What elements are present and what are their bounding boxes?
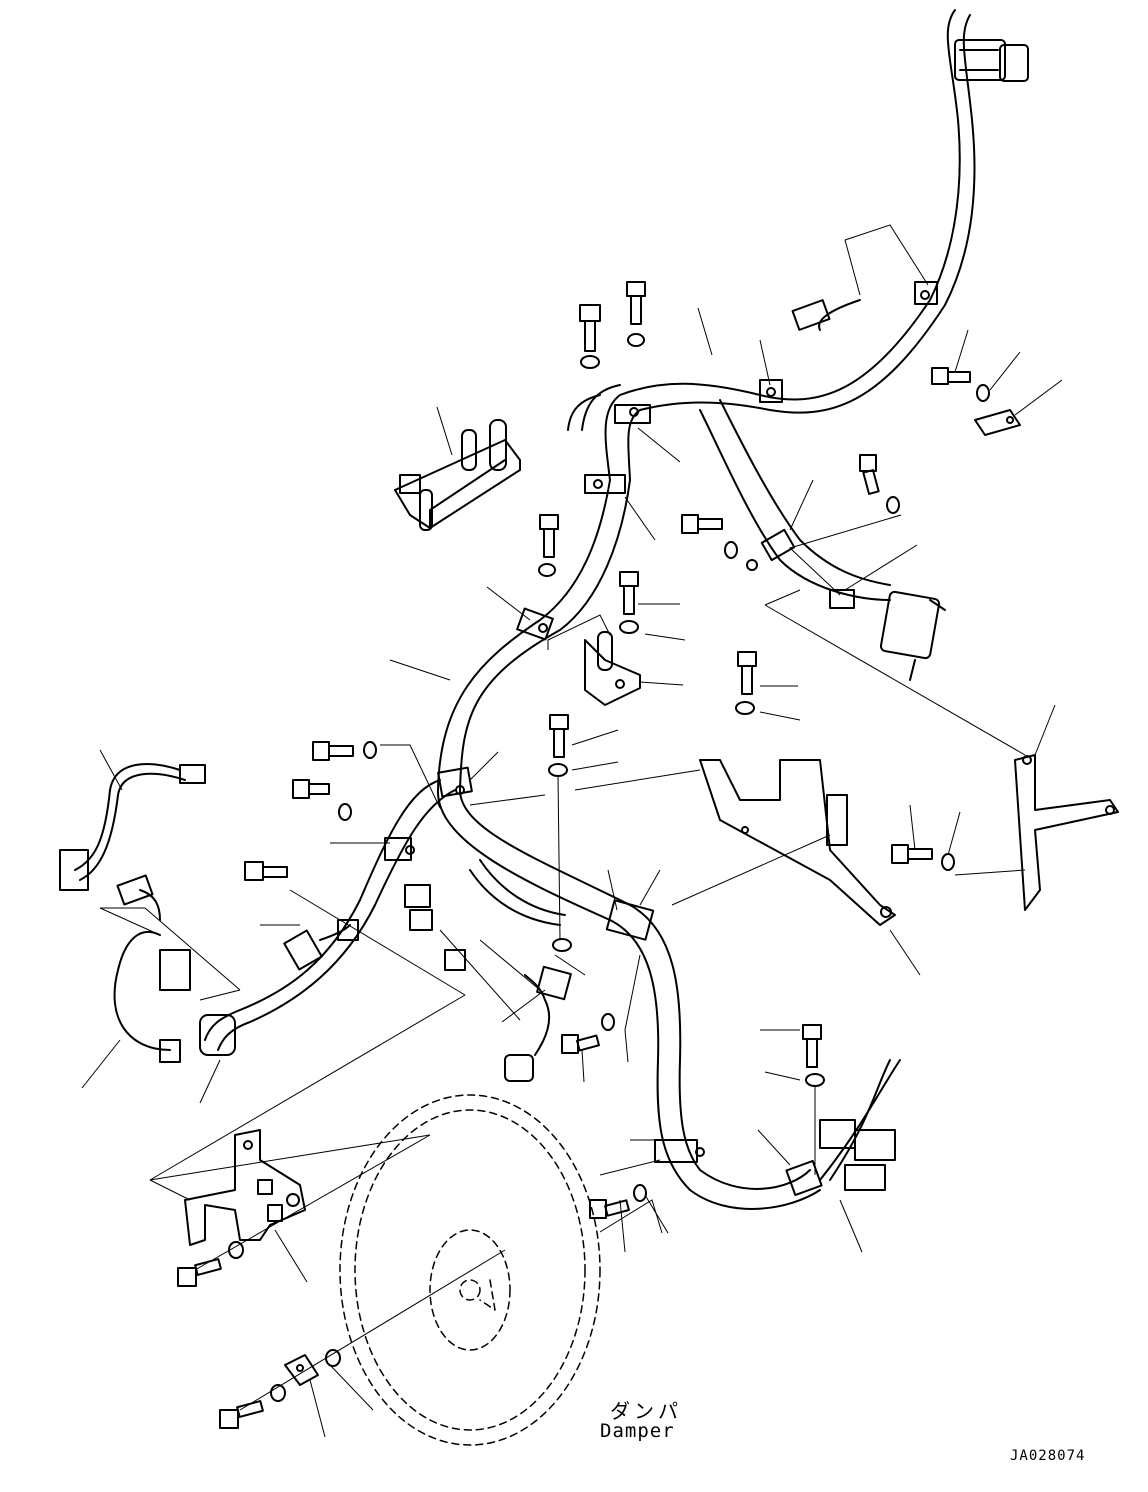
damper-flywheel xyxy=(339,1094,601,1446)
side-connector xyxy=(791,299,861,331)
upper-bracket xyxy=(394,419,521,531)
right-bracket xyxy=(1014,754,1119,911)
drawing-number: JA028074 xyxy=(1010,1448,1086,1464)
small-clip xyxy=(284,409,1021,1386)
left-harness xyxy=(59,763,572,1082)
large-bracket xyxy=(699,759,896,926)
middle-bracket xyxy=(584,631,641,706)
washers xyxy=(228,333,990,1402)
lower-left-bracket xyxy=(184,1129,306,1246)
main-harness xyxy=(436,9,976,1210)
bolts xyxy=(177,281,971,1429)
harness-clamps xyxy=(437,281,938,1197)
bottom-right-connectors xyxy=(819,1059,901,1191)
leader-lines xyxy=(81,224,1063,1438)
relay-unit xyxy=(879,590,946,681)
damper-label-japanese: ダンパ xyxy=(610,1399,682,1423)
top-connector xyxy=(954,39,1029,82)
damper-label-english: Damper xyxy=(600,1420,675,1442)
